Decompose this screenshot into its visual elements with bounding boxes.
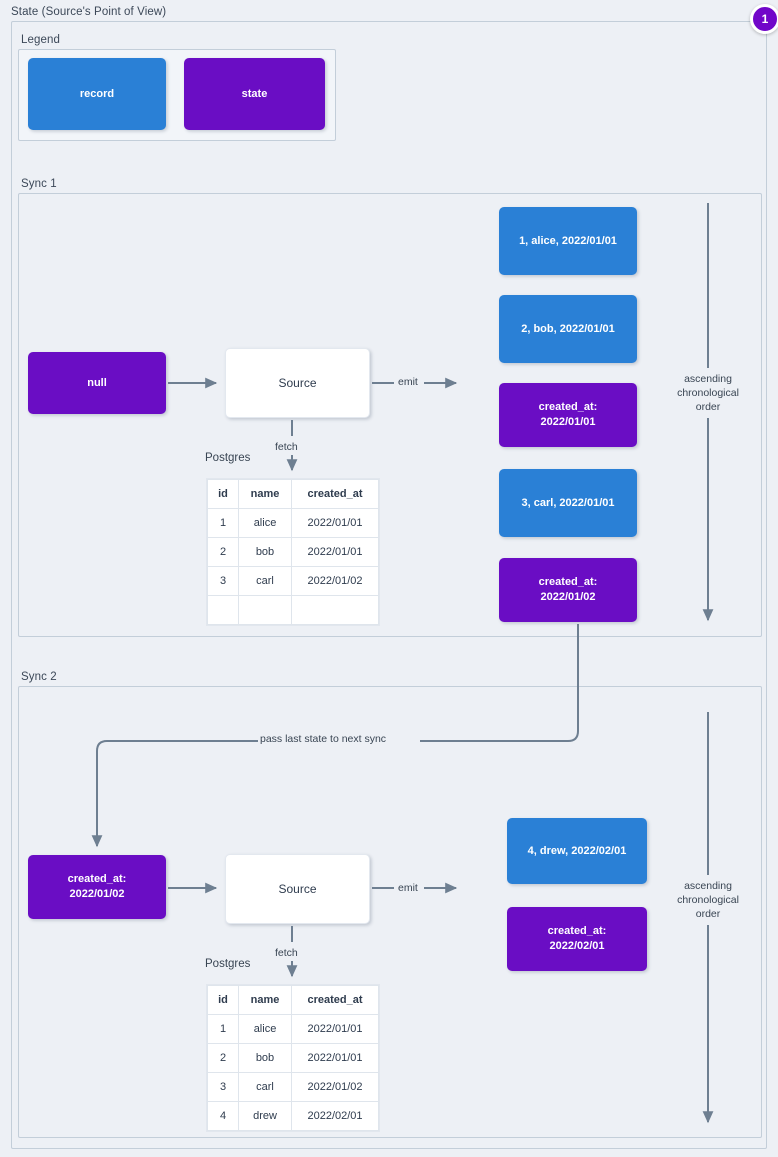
cell: 4 bbox=[207, 1101, 239, 1131]
sync1-emitted-state-1-line1: created_at: bbox=[538, 401, 598, 413]
cell: 2022/01/02 bbox=[291, 1072, 379, 1102]
table-row: 3 carl 2022/01/02 bbox=[207, 1072, 379, 1102]
table-row: 4 drew 2022/02/01 bbox=[207, 1101, 379, 1131]
cell: 2 bbox=[207, 537, 239, 567]
sync2-emitted-record-1-label: 4, drew, 2022/02/01 bbox=[527, 844, 627, 857]
cell: 2022/02/01 bbox=[291, 1101, 379, 1131]
sync1-emitted-state-1-line2: 2022/01/01 bbox=[540, 416, 596, 428]
table-row-empty bbox=[207, 595, 379, 625]
legend-swatch-state: state bbox=[184, 58, 325, 130]
cell: 3 bbox=[207, 1072, 239, 1102]
cell: 2022/01/01 bbox=[291, 537, 379, 567]
table-header-row: id name created_at bbox=[207, 479, 379, 509]
sync2-emitted-state-1-line1: created_at: bbox=[547, 925, 607, 937]
sync2-emitted-record-1: 4, drew, 2022/02/01 bbox=[507, 818, 647, 884]
sync1-emitted-state-1: created_at: 2022/01/01 bbox=[499, 383, 637, 447]
sync1-source-label: Source bbox=[278, 375, 317, 390]
sync1-emitted-state-2: created_at: 2022/01/02 bbox=[499, 558, 637, 622]
sync2-col-created-at: created_at bbox=[291, 985, 379, 1015]
sync2-fetch-label: fetch bbox=[275, 947, 298, 959]
sync2-emitted-state-1-line2: 2022/02/01 bbox=[549, 940, 605, 952]
sync1-emitted-record-1-label: 1, alice, 2022/01/01 bbox=[519, 234, 617, 247]
cell: 1 bbox=[207, 508, 239, 538]
cell bbox=[238, 595, 292, 625]
sync2-input-state-line2: 2022/01/02 bbox=[69, 888, 125, 900]
sync1-input-state-label: null bbox=[87, 376, 107, 389]
sync2-order-note: ascending chronological order bbox=[677, 880, 739, 920]
cell: bob bbox=[238, 1043, 292, 1073]
sync1-col-id: id bbox=[207, 479, 239, 509]
cell bbox=[207, 595, 239, 625]
cell: carl bbox=[238, 566, 292, 596]
sync1-input-state: null bbox=[28, 352, 166, 414]
sync1-emitted-record-3: 3, carl, 2022/01/01 bbox=[499, 469, 637, 537]
cell: drew bbox=[238, 1101, 292, 1131]
legend-swatch-record-label: record bbox=[79, 87, 115, 100]
table-row: 3 carl 2022/01/02 bbox=[207, 566, 379, 596]
sync1-emitted-record-1: 1, alice, 2022/01/01 bbox=[499, 207, 637, 275]
cell: 2022/01/01 bbox=[291, 1014, 379, 1044]
sync1-fetch-label: fetch bbox=[275, 441, 298, 453]
legend-swatch-record: record bbox=[28, 58, 166, 130]
sync1-label: Sync 1 bbox=[21, 178, 57, 190]
sync2-db-label: Postgres bbox=[205, 958, 251, 970]
cell: alice bbox=[238, 508, 292, 538]
sync1-frame bbox=[18, 193, 762, 637]
cell: alice bbox=[238, 1014, 292, 1044]
sync1-order-note: ascending chronological order bbox=[677, 373, 739, 413]
cell: bob bbox=[238, 537, 292, 567]
sync1-db-label: Postgres bbox=[205, 452, 251, 464]
cell: 3 bbox=[207, 566, 239, 596]
cell: 2022/01/01 bbox=[291, 1043, 379, 1073]
sync2-input-state-line1: created_at: bbox=[67, 873, 127, 885]
sync1-emitted-state-2-line1: created_at: bbox=[538, 576, 598, 588]
table-row: 2 bob 2022/01/01 bbox=[207, 1043, 379, 1073]
sync2-emitted-state-1: created_at: 2022/02/01 bbox=[507, 907, 647, 971]
sync1-db-table: id name created_at 1 alice 2022/01/01 2 … bbox=[207, 479, 379, 625]
cell: carl bbox=[238, 1072, 292, 1102]
sync1-col-name: name bbox=[238, 479, 292, 509]
table-row: 2 bob 2022/01/01 bbox=[207, 537, 379, 567]
table-row: 1 alice 2022/01/01 bbox=[207, 508, 379, 538]
sync2-emit-label: emit bbox=[398, 882, 418, 894]
table-row: 1 alice 2022/01/01 bbox=[207, 1014, 379, 1044]
cell: 1 bbox=[207, 1014, 239, 1044]
step-badge[interactable]: 1 bbox=[750, 4, 778, 34]
cell bbox=[291, 595, 379, 625]
sync2-col-name: name bbox=[238, 985, 292, 1015]
cell: 2022/01/01 bbox=[291, 508, 379, 538]
sync1-emitted-state-2-line2: 2022/01/02 bbox=[540, 591, 596, 603]
table-header-row: id name created_at bbox=[207, 985, 379, 1015]
sync1-emitted-record-3-label: 3, carl, 2022/01/01 bbox=[521, 496, 615, 509]
sync2-input-state: created_at: 2022/01/02 bbox=[28, 855, 166, 919]
sync1-emit-label: emit bbox=[398, 376, 418, 388]
pass-state-label: pass last state to next sync bbox=[260, 733, 387, 745]
sync2-source-node: Source bbox=[225, 854, 370, 924]
sync2-db-table: id name created_at 1 alice 2022/01/01 2 … bbox=[207, 985, 379, 1131]
sync1-source-node: Source bbox=[225, 348, 370, 418]
legend-swatch-state-label: state bbox=[241, 87, 268, 100]
sync2-label: Sync 2 bbox=[21, 671, 57, 683]
sync2-source-label: Source bbox=[278, 881, 317, 896]
sync1-col-created-at: created_at bbox=[291, 479, 379, 509]
cell: 2022/01/02 bbox=[291, 566, 379, 596]
legend-label: Legend bbox=[21, 34, 60, 46]
sync1-emitted-record-2: 2, bob, 2022/01/01 bbox=[499, 295, 637, 363]
sync1-emitted-record-2-label: 2, bob, 2022/01/01 bbox=[521, 322, 615, 335]
sync2-col-id: id bbox=[207, 985, 239, 1015]
cell: 2 bbox=[207, 1043, 239, 1073]
diagram-title: State (Source's Point of View) bbox=[11, 6, 167, 18]
